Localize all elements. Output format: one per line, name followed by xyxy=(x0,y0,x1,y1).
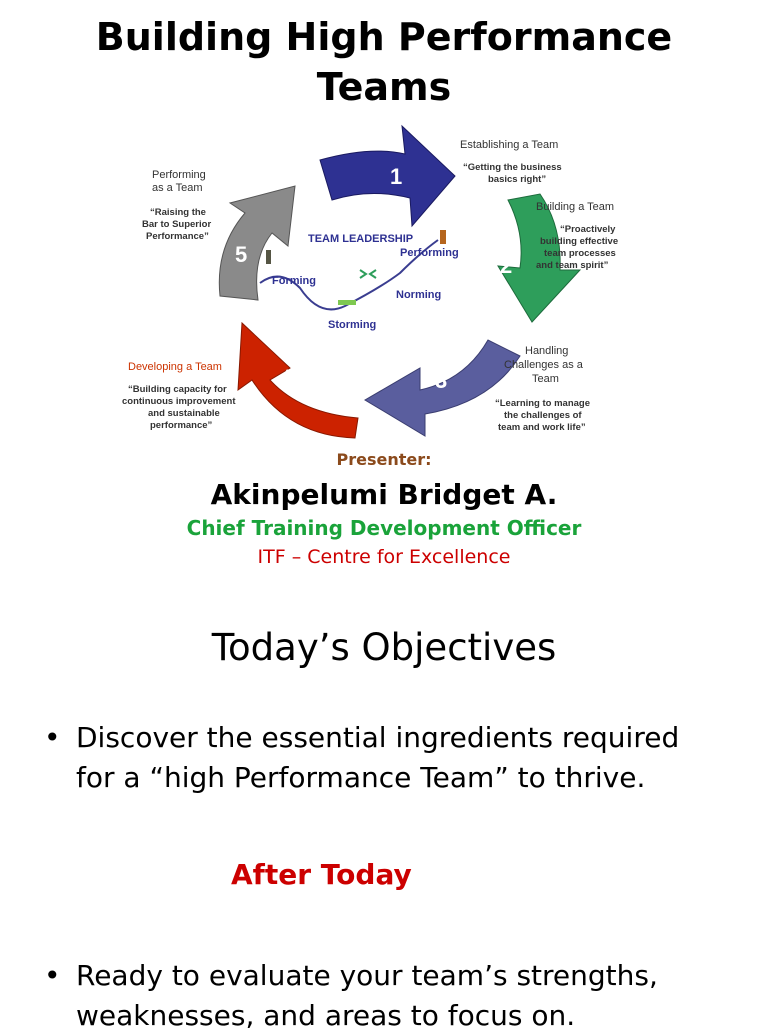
objective-bullet-1: • Discover the essential ingredients req… xyxy=(44,718,724,798)
presenter-role: Chief Training Development Officer xyxy=(186,516,582,540)
objective-bullet-2: • Ready to evaluate your team’s strength… xyxy=(44,956,724,1036)
stage-norming-label: Norming xyxy=(396,289,441,301)
arrow-step-5 xyxy=(218,185,296,301)
norming-marker xyxy=(359,269,377,279)
stage-performing-label: Performing xyxy=(400,247,459,259)
team-development-cycle-diagram: 1 2 3 4 5 Establishing a Team “Getting t… xyxy=(122,124,618,439)
arrow-step-3 xyxy=(364,339,521,437)
step-3-title-line-3: Team xyxy=(532,373,559,385)
presenter-organization: ITF – Centre for Excellence xyxy=(257,546,511,568)
step-5-quote-line-1: “Raising the xyxy=(150,207,206,218)
step-5-number: 5 xyxy=(235,242,247,267)
step-3-number: 3 xyxy=(435,368,447,393)
step-2-quote-line-2: building effective xyxy=(540,236,618,247)
objectives-heading: Today’s Objectives xyxy=(211,626,557,669)
bullet-marker: • xyxy=(44,959,61,992)
presenter-label: Presenter: xyxy=(336,450,432,469)
step-1-quote-line-1: “Getting the business xyxy=(463,162,562,173)
step-2-title: Building a Team xyxy=(536,201,614,213)
step-3-title-line-2: Challenges as a xyxy=(504,359,584,371)
slide-title: Building High Performance Teams xyxy=(0,12,768,112)
step-2-number: 2 xyxy=(500,253,512,278)
title-line-1: Building High Performance xyxy=(95,15,673,59)
step-4-title: Developing a Team xyxy=(128,361,222,373)
step-4-quote-line-1: “Building capacity for xyxy=(128,384,227,395)
team-stage-curve xyxy=(259,239,439,311)
step-5-title-line-1: Performing xyxy=(152,169,206,181)
step-3-quote-line-3: team and work life” xyxy=(498,422,586,433)
step-5-quote-line-2: Bar to Superior xyxy=(142,219,211,230)
arrow-step-1 xyxy=(319,124,456,228)
stage-storming-label: Storming xyxy=(328,319,376,331)
storming-marker xyxy=(338,300,356,305)
arrow-step-4 xyxy=(237,321,359,439)
step-4-quote-line-3: and sustainable xyxy=(148,408,220,419)
bullet-1-line-2: for a “high Performance Team” to thrive. xyxy=(76,761,646,794)
presenter-name: Akinpelumi Bridget A. xyxy=(210,478,558,511)
after-today-heading: After Today xyxy=(231,858,412,891)
bullet-1-line-1: Discover the essential ingredients requi… xyxy=(76,721,680,754)
step-1-quote-line-2: basics right” xyxy=(488,174,546,185)
step-5-title-line-2: as a Team xyxy=(152,182,203,194)
step-1-title: Establishing a Team xyxy=(460,139,558,151)
step-5-quote-line-3: Performance” xyxy=(146,231,209,242)
bullet-2-line-1: Ready to evaluate your team’s strengths, xyxy=(76,959,658,992)
step-2-quote-line-1: “Proactively xyxy=(560,224,616,235)
step-3-title-line-1: Handling xyxy=(525,345,568,357)
step-3-quote-line-1: “Learning to manage xyxy=(495,398,590,409)
step-1-number: 1 xyxy=(390,164,402,189)
step-4-quote-line-4: performance” xyxy=(150,420,213,431)
step-2-quote-line-4: and team spirit” xyxy=(536,260,609,271)
forming-figure xyxy=(266,250,271,264)
arrow-step-2 xyxy=(497,193,582,323)
step-3-quote-line-2: the challenges of xyxy=(504,410,582,421)
step-4-quote-line-2: continuous improvement xyxy=(122,396,236,407)
step-2-quote-line-3: team processes xyxy=(544,248,616,259)
step-4-number: 4 xyxy=(280,365,293,390)
team-leadership-title: TEAM LEADERSHIP xyxy=(308,233,413,245)
stage-forming-label: Forming xyxy=(272,275,316,287)
title-line-2: Teams xyxy=(316,65,452,109)
performing-figure xyxy=(440,230,446,244)
bullet-2-line-2: weaknesses, and areas to focus on. xyxy=(76,999,576,1032)
bullet-marker: • xyxy=(44,721,61,754)
